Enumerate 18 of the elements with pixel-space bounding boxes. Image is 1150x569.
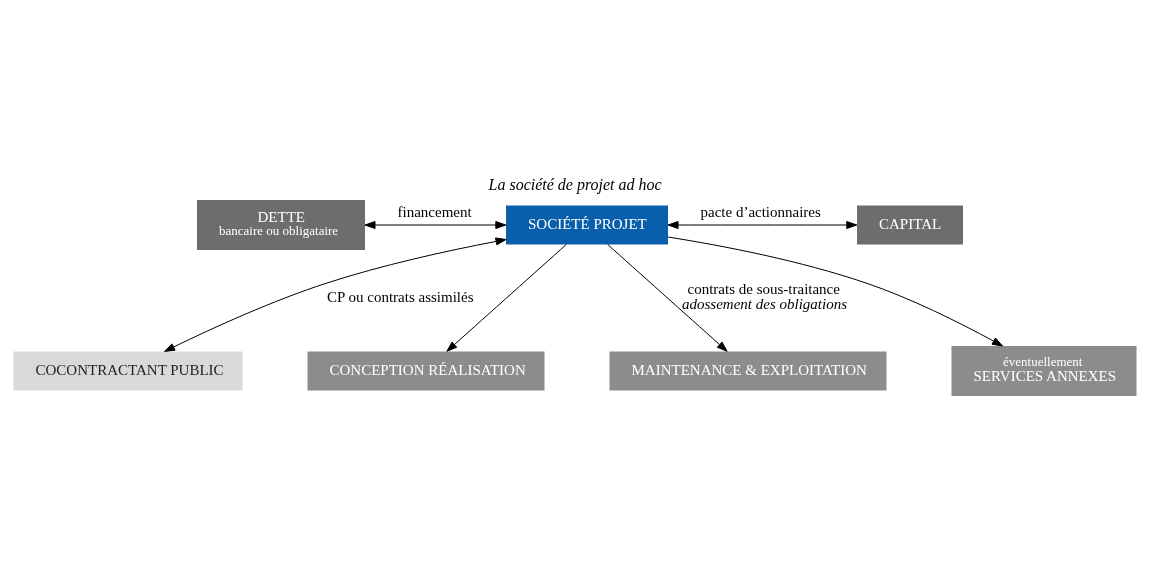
node-box: SOCIÉTÉ PROJET (506, 205, 668, 244)
node-box: éventuellement SERVICES ANNEXES (951, 345, 1137, 396)
node-box: CONCEPTION RÉALISATION (307, 351, 545, 390)
arrow (667, 220, 858, 229)
node-box: MAINTENANCE & EXPLOITATION (609, 351, 887, 390)
edge-label: financement (397, 203, 472, 220)
arrow (446, 243, 567, 352)
edge-label: contrats de sous-traitance adossement des obligations (682, 280, 847, 312)
diagram-title: La société de projet ad hoc (488, 175, 662, 193)
arrow (164, 236, 507, 352)
arrow (607, 243, 728, 352)
node-box: CAPITAL (857, 205, 963, 244)
node-box: DETTE bancaire ou obligataire (197, 199, 365, 250)
arrow (667, 236, 1003, 346)
node-box: COCONTRACTANT PUBLIC (13, 351, 243, 390)
edge-label: pacte d’actionnaires (700, 203, 821, 220)
arrow (364, 220, 507, 229)
edge-label: CP ou contrats assimilés (327, 288, 474, 304)
